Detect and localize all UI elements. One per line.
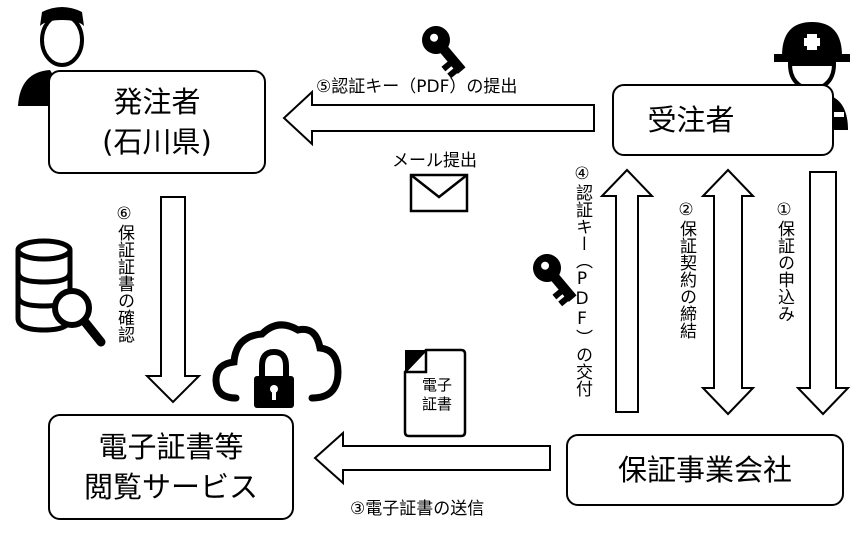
- envelope-icon: [409, 173, 469, 213]
- arrow-step4: [599, 168, 655, 413]
- arrow-step5: [282, 89, 595, 147]
- guarantor-label: 保証事業会社: [617, 453, 792, 487]
- step3-label: ③電子証書の送信: [350, 499, 485, 519]
- orderer-box: 発注者 (石川県): [48, 70, 266, 174]
- document-text: 電子 証書: [413, 376, 461, 414]
- arrow-step6: [144, 196, 202, 404]
- key-icon: [533, 254, 577, 307]
- key-icon: [422, 26, 466, 79]
- database-search-icon: [15, 238, 106, 347]
- document-icon: [403, 348, 467, 438]
- contractor-label: 受注者: [647, 103, 735, 137]
- orderer-name: 発注者: [113, 85, 201, 119]
- mail-label: メール提出: [392, 151, 477, 171]
- orderer-org: (石川県): [102, 125, 212, 159]
- arrow-step2: [700, 168, 756, 416]
- service-line2: 閲覧サービス: [83, 470, 258, 504]
- arrow-step1: [795, 171, 851, 416]
- step6-label: ⑥保証証書の確認: [114, 204, 134, 343]
- contractor-box: 受注者: [612, 84, 834, 156]
- service-box: 電子証書等 閲覧サービス: [48, 414, 294, 520]
- step5-label: ⑤認証キー（PDF）の提出: [316, 77, 518, 97]
- step2-label: ②保証契約の締結: [676, 200, 696, 339]
- step1-label: ①保証の申込み: [774, 200, 794, 322]
- step4-label: ④認証キー（PDF）の交付: [572, 164, 592, 397]
- document-text-line2: 証書: [421, 395, 452, 413]
- arrow-step3: [313, 430, 551, 486]
- cloud-lock-icon: [212, 321, 342, 408]
- guarantor-box: 保証事業会社: [566, 434, 844, 506]
- document-text-line1: 電子: [421, 376, 452, 394]
- service-line1: 電子証書等: [98, 430, 244, 464]
